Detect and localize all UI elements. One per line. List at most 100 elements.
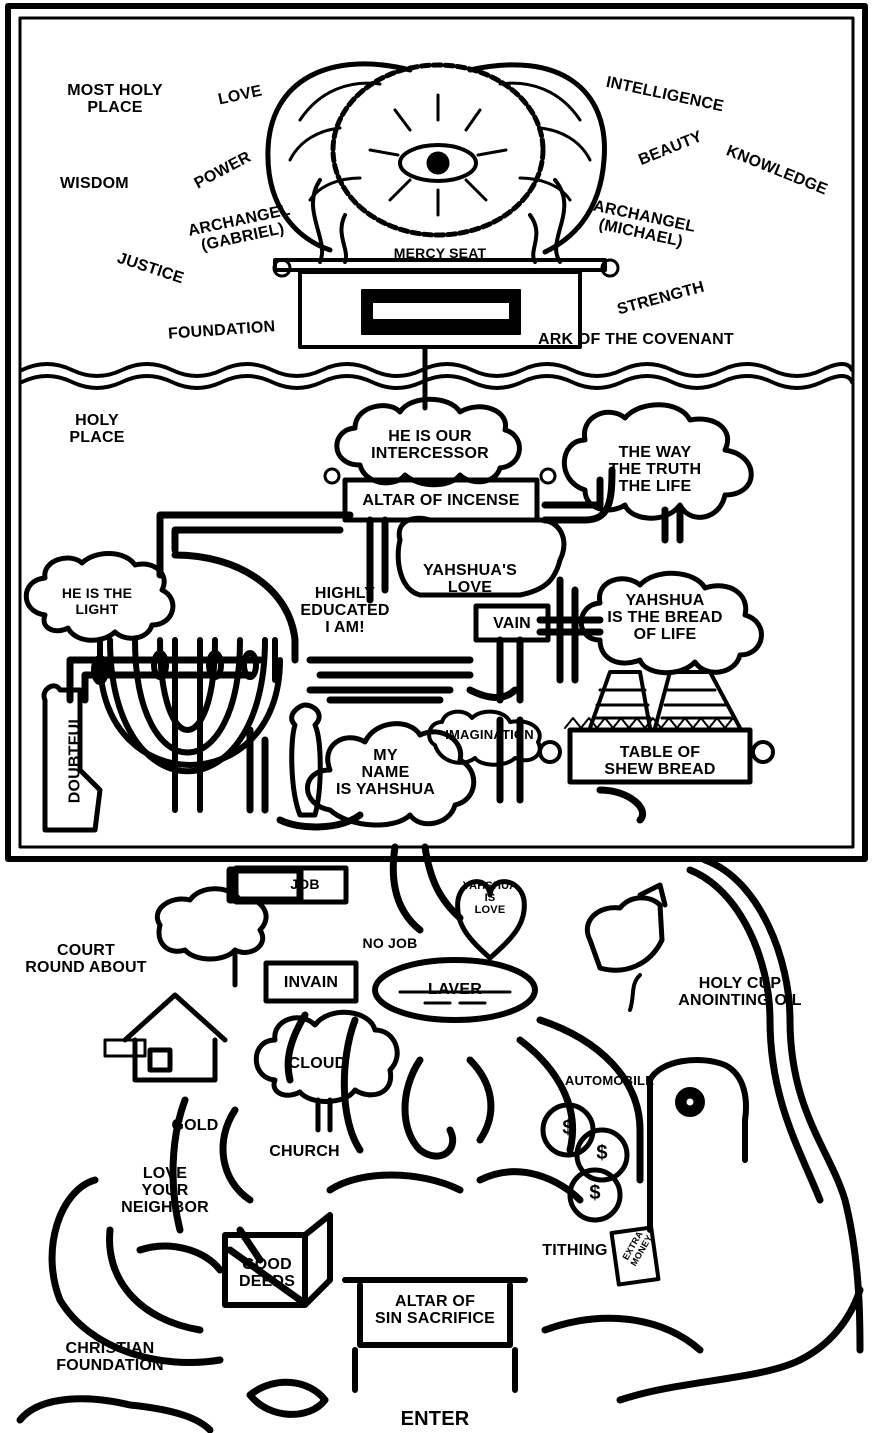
ark-tablets-inner bbox=[371, 301, 511, 321]
table-wheel-left-icon bbox=[538, 740, 562, 764]
bottom-mound-center bbox=[246, 1378, 329, 1418]
car-wheel-hub-icon bbox=[685, 1097, 695, 1107]
label-laver: LAVER bbox=[427, 981, 483, 998]
court-bottom-left-mound bbox=[136, 1242, 224, 1274]
cherub-wing-right-2 bbox=[498, 81, 592, 202]
dollar-sign-1: $ bbox=[562, 1117, 574, 1139]
court-maze bbox=[169, 1011, 644, 1304]
label-yahshua-is-love: YAHSHUA IS LOVE bbox=[462, 880, 518, 916]
tabernacle-outer-wall bbox=[5, 3, 868, 862]
label-he-is-the-light: HE IS THE LIGHT bbox=[61, 585, 133, 617]
automobile-icon bbox=[647, 1057, 749, 1233]
eye-pupil-icon bbox=[426, 151, 450, 175]
label-mercy-seat: MERCY SEAT bbox=[393, 245, 487, 261]
label-he-is-our-intercessor: HE IS OUR INTERCESSOR bbox=[371, 428, 489, 462]
glory-rays bbox=[368, 93, 508, 217]
ark-ring-right-icon bbox=[600, 258, 620, 278]
tabernacle-inner-wall bbox=[18, 16, 855, 849]
good-deeds-block bbox=[222, 1212, 333, 1308]
oil-drip-icon bbox=[628, 973, 642, 1012]
label-church: CHURCH bbox=[269, 1143, 340, 1160]
altar-of-incense-box bbox=[342, 477, 540, 523]
he-is-the-light-cloud bbox=[23, 551, 176, 643]
cherub-wing-left bbox=[265, 61, 413, 253]
christian-foundation-mound bbox=[16, 1395, 214, 1433]
dollar-sign-3: $ bbox=[589, 1182, 601, 1204]
imagination-cloud bbox=[427, 709, 542, 767]
cherub-wing-right bbox=[467, 62, 607, 255]
bread-of-life-cloud bbox=[578, 570, 764, 676]
court-boundary-right bbox=[701, 856, 864, 1354]
altar-of-sin-sacrifice-box bbox=[342, 1277, 528, 1348]
court-boundary-right-inner bbox=[686, 866, 824, 1204]
court-left-inner bbox=[106, 1226, 204, 1334]
cloud-trunk bbox=[315, 1097, 333, 1133]
altar-ring-right-icon bbox=[539, 467, 557, 485]
label-holy-place: HOLY PLACE bbox=[69, 412, 125, 446]
label-doubtful: DOUBTFUL bbox=[66, 713, 84, 804]
yahshua-is-love-heart-icon bbox=[455, 879, 527, 961]
ark-ring-left-icon bbox=[272, 258, 292, 278]
shew-bread-stripes bbox=[593, 688, 737, 720]
veil-divider bbox=[20, 362, 854, 378]
holy-place-maze bbox=[66, 466, 684, 831]
coin-2-icon bbox=[574, 1127, 630, 1183]
invain-box bbox=[263, 960, 359, 1004]
glory-cloud bbox=[330, 62, 546, 238]
dollar-sign-2: $ bbox=[596, 1142, 608, 1164]
doubtful-panel bbox=[41, 683, 103, 833]
laver-dashes bbox=[398, 990, 512, 1005]
altar-ring-left-icon bbox=[323, 467, 341, 485]
label-vain: VAIN bbox=[493, 615, 531, 632]
label-altar-of-incense: ALTAR OF INCENSE bbox=[362, 492, 520, 509]
table-of-shew-bread-box bbox=[567, 727, 753, 785]
label-my-name-is-yahshua: MY NAME IS YAHSHUA bbox=[336, 747, 435, 798]
label-court-round-about: COURT ROUND ABOUT bbox=[25, 942, 147, 976]
label-cloud: CLOUD bbox=[288, 1055, 347, 1072]
eye-icon bbox=[398, 143, 478, 183]
mercy-seat-lid bbox=[273, 258, 607, 272]
label-ark-of-the-covenant: ARK OF THE COVENANT bbox=[538, 331, 734, 348]
label-invain: INVAIN bbox=[283, 974, 339, 991]
menorah-icon bbox=[91, 637, 283, 813]
label-yahshua-is-the-bread-of-life: YAHSHUA IS THE BREAD OF LIFE bbox=[607, 592, 723, 643]
extra-money-box bbox=[609, 1225, 661, 1287]
label-job: JOB bbox=[290, 876, 320, 892]
job-box bbox=[233, 865, 349, 905]
court-left-wall bbox=[48, 1176, 224, 1366]
fence-icon bbox=[103, 1038, 147, 1058]
label-automobile: AUTOMOBILE bbox=[564, 1073, 655, 1088]
court-cloud bbox=[253, 1009, 400, 1104]
label-the-way-the-truth-the-life: THE WAY THE TRUTH THE LIFE bbox=[608, 444, 702, 495]
label-imagination: IMAGINATION bbox=[445, 727, 534, 742]
person-figure-icon bbox=[289, 702, 323, 818]
coin-3-icon bbox=[567, 1167, 623, 1223]
label-highly-educated: HIGHLY EDUCATED I AM! bbox=[300, 585, 390, 636]
vain-box bbox=[473, 603, 551, 643]
altar-legs bbox=[352, 1347, 518, 1393]
label-holy-cup-anointing-oil: HOLY CUP ANOINTING OIL bbox=[678, 975, 802, 1009]
tree-left-icon bbox=[155, 886, 269, 988]
intercessor-cloud bbox=[334, 396, 522, 488]
court-bottom-right-mound bbox=[541, 1314, 704, 1354]
label-table-of-shew-bread: TABLE OF SHEW BREAD bbox=[604, 744, 716, 778]
table-fringe bbox=[564, 717, 742, 729]
way-truth-life-cloud bbox=[561, 402, 754, 521]
label-most-holy-place: MOST HOLY PLACE bbox=[67, 82, 163, 116]
label-good-deeds: GOOD DEEDS bbox=[238, 1256, 296, 1290]
court-boundary-bottom-right bbox=[616, 1286, 864, 1404]
veil-divider-lower bbox=[20, 374, 854, 390]
label-yahshuas-love: YAHSHUA'S LOVE bbox=[423, 562, 517, 596]
shew-bread-loaves-icon bbox=[588, 670, 742, 730]
laver-basin bbox=[372, 957, 538, 1023]
label-no-job: NO JOB bbox=[362, 935, 418, 951]
label-enter: ENTER bbox=[400, 1408, 470, 1430]
holy-cup-icon bbox=[584, 882, 668, 973]
table-wheel-right-icon bbox=[751, 740, 775, 764]
court-main-path bbox=[389, 843, 464, 934]
label-wisdom: WISDOM bbox=[60, 175, 129, 192]
label-tithing: TITHING bbox=[542, 1242, 608, 1259]
label-altar-of-sin-sacrifice: ALTAR OF SIN SACRIFICE bbox=[375, 1293, 495, 1327]
